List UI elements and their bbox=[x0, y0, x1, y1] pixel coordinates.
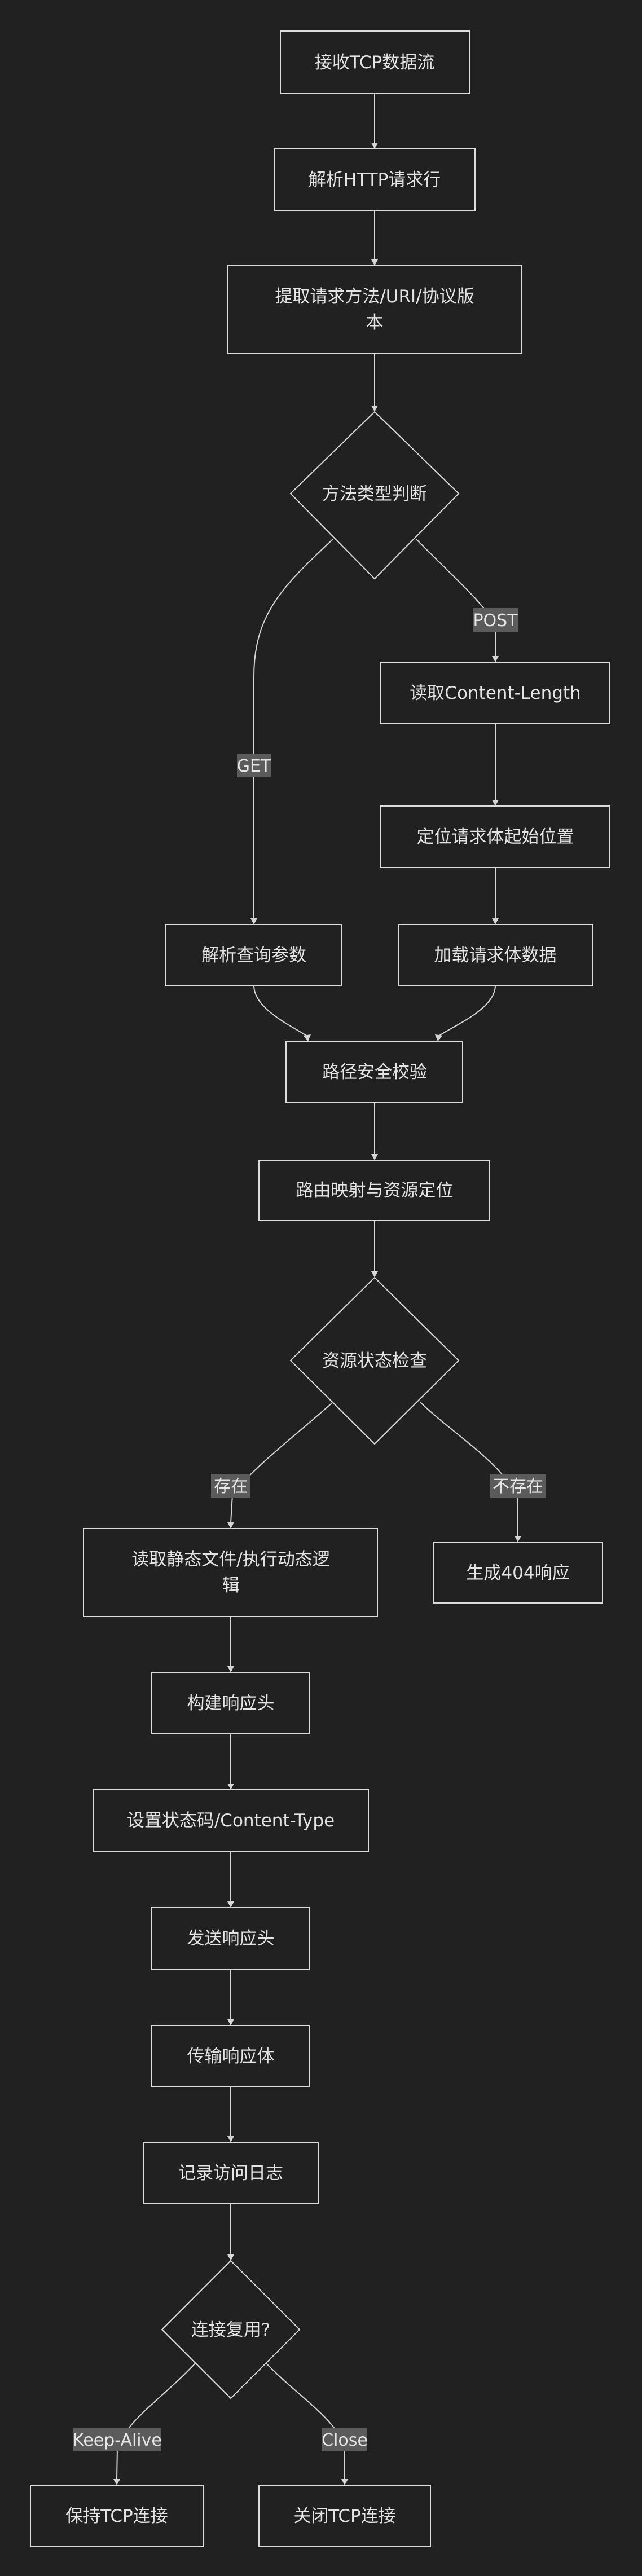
node-close-tcp: 关闭TCP连接 bbox=[258, 2485, 431, 2547]
edge-arrow-head bbox=[371, 406, 378, 412]
edge-reuse-keepalive bbox=[116, 2363, 196, 2480]
node-set-status-label: 设置状态码/Content-Type bbox=[127, 1811, 335, 1831]
edge-method-post bbox=[416, 539, 496, 656]
edge-load-to-security bbox=[437, 985, 496, 1037]
edge-arrow-head bbox=[227, 2254, 234, 2261]
edges bbox=[113, 93, 521, 2485]
node-recv-tcp-label: 接收TCP数据流 bbox=[315, 52, 434, 73]
node-reuse-check-label: 连接复用? bbox=[191, 2320, 270, 2340]
edge-arrow-head bbox=[371, 143, 378, 149]
edge-arrow-head bbox=[227, 2136, 234, 2142]
edge-arrow-head bbox=[227, 1522, 234, 1529]
edge-label-close: Close bbox=[322, 2428, 368, 2451]
edge-label-exists-text: 存在 bbox=[214, 1477, 248, 1496]
edge-label-keep-alive-text: Keep-Alive bbox=[73, 2430, 162, 2450]
node-send-body-label: 传输响应体 bbox=[187, 2046, 275, 2067]
node-method-check: 方法类型判断 bbox=[289, 411, 460, 580]
edge-reuse-close bbox=[266, 2363, 345, 2479]
node-extract-method-label-line2: 本 bbox=[366, 312, 384, 333]
node-close-tcp-label: 关闭TCP连接 bbox=[293, 2506, 395, 2526]
edge-arrow-head bbox=[371, 1271, 378, 1278]
node-parse-request-line-label: 解析HTTP请求行 bbox=[309, 170, 441, 190]
edge-label-bg bbox=[73, 2428, 161, 2451]
edge-labels: POST GET 存在 不存在 Keep-Alive Close bbox=[73, 608, 546, 2451]
edge-arrow-head bbox=[227, 2019, 234, 2025]
node-reuse-check: 连接复用? bbox=[161, 2260, 301, 2399]
edge-arrow-head bbox=[371, 259, 378, 266]
edge-arrow-head bbox=[227, 1901, 234, 1908]
node-keep-tcp: 保持TCP连接 bbox=[30, 2485, 204, 2547]
node-gen-404-label: 生成404响应 bbox=[466, 1563, 569, 1583]
edge-label-post: POST bbox=[473, 608, 518, 632]
node-log-access-label: 记录访问日志 bbox=[178, 2163, 283, 2183]
node-method-check-label: 方法类型判断 bbox=[322, 484, 427, 504]
node-path-security: 路径安全校验 bbox=[285, 1041, 463, 1103]
edge-query-to-security bbox=[253, 985, 309, 1037]
node-send-body: 传输响应体 bbox=[151, 2025, 310, 2087]
node-send-headers: 发送响应头 bbox=[151, 1907, 310, 1970]
edge-label-bg bbox=[211, 1474, 250, 1498]
node-set-status: 设置状态码/Content-Type bbox=[93, 1789, 369, 1852]
node-read-static-label-line1: 读取静态文件/执行动态逻 bbox=[131, 1549, 329, 1570]
node-resource-check: 资源状态检查 bbox=[289, 1276, 460, 1445]
edge-arrow-head bbox=[371, 1154, 378, 1160]
edge-label-bg bbox=[490, 1474, 546, 1498]
edge-resource-exists bbox=[230, 1402, 333, 1523]
edge-label-close-text: Close bbox=[322, 2430, 368, 2450]
edge-arrow-head bbox=[435, 1034, 443, 1041]
node-route-mapping: 路由映射与资源定位 bbox=[258, 1160, 490, 1221]
node-parse-query: 解析查询参数 bbox=[165, 924, 342, 986]
node-read-static-label-line2: 辑 bbox=[222, 1575, 240, 1596]
node-read-static: 读取静态文件/执行动态逻 辑 bbox=[83, 1528, 378, 1617]
node-route-mapping-label: 路由映射与资源定位 bbox=[296, 1181, 454, 1201]
node-load-body: 加载请求体数据 bbox=[398, 924, 593, 986]
node-locate-body-label: 定位请求体起始位置 bbox=[417, 827, 574, 847]
node-keep-tcp-label: 保持TCP连接 bbox=[65, 2506, 168, 2526]
edge-arrow-head bbox=[515, 1536, 521, 1542]
edge-arrow-head bbox=[303, 1034, 311, 1041]
node-parse-query-label: 解析查询参数 bbox=[201, 945, 306, 966]
edge-label-bg bbox=[322, 2428, 367, 2451]
edge-label-exists: 存在 bbox=[211, 1474, 250, 1498]
node-recv-tcp: 接收TCP数据流 bbox=[280, 30, 470, 94]
node-extract-method: 提取请求方法/URI/协议版 本 bbox=[227, 265, 522, 354]
edge-arrow-head bbox=[227, 1784, 234, 1790]
node-locate-body: 定位请求体起始位置 bbox=[380, 805, 610, 868]
edge-label-get: GET bbox=[237, 754, 271, 777]
edge-label-keep-alive: Keep-Alive bbox=[73, 2428, 162, 2451]
edge-resource-not-exists bbox=[420, 1402, 518, 1536]
node-build-headers: 构建响应头 bbox=[151, 1672, 310, 1734]
node-read-content-length-label: 读取Content-Length bbox=[410, 683, 581, 703]
node-build-headers-label: 构建响应头 bbox=[187, 1693, 275, 1714]
edge-arrow-head bbox=[492, 656, 499, 662]
edge-arrow-head bbox=[492, 800, 499, 806]
edge-label-bg bbox=[237, 754, 271, 777]
edge-arrow-head bbox=[250, 918, 257, 924]
node-send-headers-label: 发送响应头 bbox=[187, 1928, 275, 1949]
node-resource-check-label: 资源状态检查 bbox=[322, 1351, 427, 1371]
edge-label-get-text: GET bbox=[237, 756, 271, 776]
node-read-content-length: 读取Content-Length bbox=[380, 662, 610, 724]
node-gen-404: 生成404响应 bbox=[433, 1542, 603, 1604]
edge-label-not-exists-text: 不存在 bbox=[493, 1477, 543, 1496]
edge-arrow-head bbox=[341, 2479, 348, 2485]
node-load-body-label: 加载请求体数据 bbox=[434, 945, 557, 966]
edge-label-post-text: POST bbox=[473, 611, 518, 631]
node-log-access: 记录访问日志 bbox=[143, 2142, 319, 2204]
node-path-security-label: 路径安全校验 bbox=[322, 1062, 427, 1082]
edge-arrow-head bbox=[492, 918, 499, 924]
edge-arrow-head bbox=[227, 1666, 234, 1672]
nodes: 接收TCP数据流 解析HTTP请求行 提取请求方法/URI/协议版 本 方法类型… bbox=[30, 30, 610, 2547]
node-parse-request-line: 解析HTTP请求行 bbox=[274, 148, 476, 211]
edge-method-get bbox=[253, 539, 333, 918]
node-extract-method-label-line1: 提取请求方法/URI/协议版 bbox=[275, 287, 474, 307]
edge-arrow-head bbox=[113, 2479, 120, 2485]
edge-label-bg bbox=[473, 608, 518, 632]
edge-label-not-exists: 不存在 bbox=[490, 1474, 546, 1498]
